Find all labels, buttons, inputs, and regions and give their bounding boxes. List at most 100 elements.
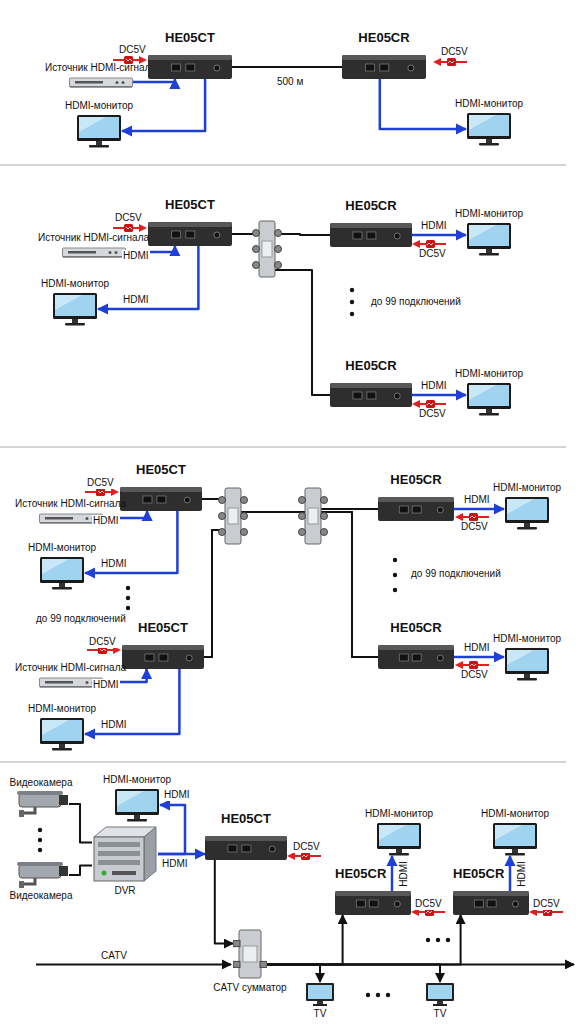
node-label: HDMI-монитор (103, 774, 171, 786)
node-label: HDMI-монитор (455, 208, 523, 220)
dev-icon (378, 497, 454, 521)
hdmi-monitor: HDMI-монитор (25, 703, 99, 751)
dvr-recorder: DVR (88, 825, 162, 897)
power-label: DC5V (114, 212, 143, 224)
power-label: DC5V (86, 477, 115, 489)
node-label: HE05CR (390, 620, 441, 635)
power-arrow (433, 58, 467, 66)
tv-icon (425, 982, 455, 1006)
hdmi-monitor: HDMI-монитор (62, 100, 136, 148)
cable-line (232, 66, 342, 68)
edge-label: HDMI (163, 789, 191, 801)
node-label: HE05CT (221, 811, 271, 826)
cable-line (267, 964, 440, 982)
cable-line (69, 804, 92, 842)
node-label: HDMI-монитор (365, 808, 433, 820)
power-label: DC5V (88, 636, 117, 648)
extender-unit: HE05CR (378, 620, 454, 669)
extender-unit: HE05CR (330, 358, 412, 407)
extender-unit: HE05CT (148, 197, 232, 246)
power-arrow (455, 661, 489, 669)
note-label: CATV (100, 950, 128, 962)
dev-icon (120, 487, 202, 511)
dev-icon (148, 222, 232, 246)
dev-icon (205, 836, 287, 860)
extender-unit: HE05CT (122, 620, 204, 669)
node-label: HDMI-монитор (455, 98, 523, 110)
node-label: HE05CR (453, 866, 504, 881)
cam-icon (13, 791, 69, 817)
node-label: HE05CT (165, 30, 215, 45)
tv-set: TV (420, 982, 460, 1020)
edge-label: HDMI (398, 860, 410, 888)
video-camera: Видеокамера (8, 862, 74, 902)
cable-line (232, 234, 330, 395)
hdmi-monitor: HDMI-монитор (478, 808, 552, 856)
node-label: HE05CR (390, 472, 441, 487)
edge-label: HDMI (516, 860, 528, 888)
edge-label: 500 м (276, 76, 304, 88)
tv-set: TV (300, 982, 340, 1020)
edge-label: HDMI (122, 294, 150, 306)
mon-icon (76, 114, 122, 148)
node-label: HE05CR (345, 198, 396, 213)
edge-label: HDMI (100, 719, 128, 731)
node-label: HE05CT (136, 462, 186, 477)
power-arrow (113, 224, 147, 232)
extender-unit: HE05CT (148, 30, 232, 79)
hdmi-monitor: HDMI-монитор (452, 368, 526, 416)
power-label: DC5V (418, 248, 447, 260)
node-label: Источник HDMI-сигнала (15, 498, 126, 510)
hdmi-arrow (412, 234, 466, 237)
splitter-symbol (253, 221, 282, 277)
node-label: CATV сумматор (213, 982, 286, 994)
mon-icon (52, 292, 98, 326)
hdmi-arrow (391, 856, 394, 891)
dev-icon (122, 645, 204, 669)
cable-line (267, 915, 461, 964)
hdmi-arrow (454, 656, 504, 659)
power-label: DC5V (532, 898, 561, 910)
node-label: DVR (114, 885, 135, 897)
splitter-symbol (219, 488, 248, 544)
dev-icon (330, 223, 412, 247)
dev-icon (453, 891, 529, 915)
mon-icon (466, 382, 512, 416)
catv-bus (267, 963, 574, 965)
hdmi-monitor: HDMI-монитор (452, 98, 526, 146)
power-label: DC5V (460, 521, 489, 533)
power-label: DC5V (118, 44, 147, 56)
mon-icon (114, 788, 160, 822)
cable-line (267, 964, 320, 982)
catv-combiner: CATV сумматор (210, 928, 290, 994)
hdmi-monitor: HDMI-монитор (452, 208, 526, 256)
splitter-symbol (299, 488, 328, 544)
cam-icon (13, 862, 69, 888)
node-label: HE05CT (165, 197, 215, 212)
continuation-dots (38, 288, 450, 997)
hdmi-arrow (454, 508, 504, 511)
hdmi-monitor: HDMI-монитор (490, 482, 564, 530)
edge-label: HDMI (92, 679, 120, 691)
hdmi-arrow (412, 394, 466, 397)
edge-label: HDMI (92, 515, 120, 527)
hdmi-arrow (122, 79, 205, 131)
hdmi-monitor: HDMI-монитор (362, 808, 436, 856)
hdmi-monitor: HDMI-монитор (490, 633, 564, 681)
hdmi-monitor: HDMI-монитор (25, 542, 99, 590)
cable-line (267, 915, 343, 964)
hdmi-arrow (133, 79, 175, 82)
dvr-icon (92, 825, 158, 883)
power-arrow (412, 240, 446, 248)
mon-icon (504, 647, 550, 681)
node-label: HE05CR (345, 358, 396, 373)
extender-unit: HE05CT (120, 462, 202, 511)
power-label: DC5V (414, 898, 443, 910)
node-label: HDMI-монитор (481, 808, 549, 820)
edge-label: HDMI (100, 558, 128, 570)
edge-label: HDMI (122, 250, 150, 262)
node-label: HE05CT (138, 620, 188, 635)
extender-unit: HE05CR (378, 472, 454, 521)
dev-icon (148, 55, 232, 79)
extender-unit: HE05CT (205, 811, 287, 860)
